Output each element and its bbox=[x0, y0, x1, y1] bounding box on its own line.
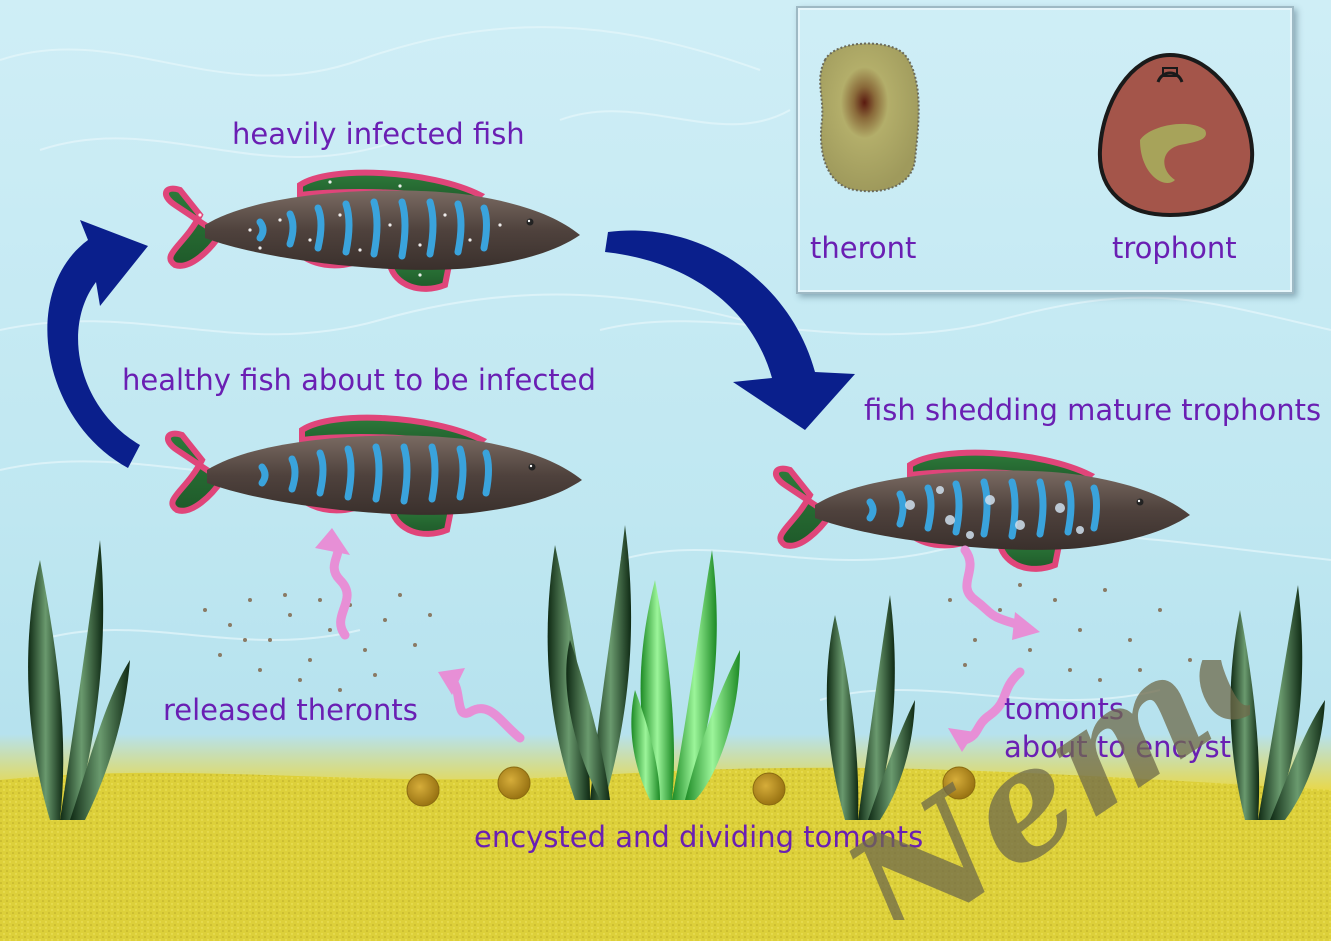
cyst bbox=[498, 767, 530, 799]
label-healthy-fish: healthy fish about to be infected bbox=[122, 362, 596, 398]
arrow-tomont-releasing bbox=[452, 680, 520, 738]
fish-heavily-infected bbox=[166, 173, 580, 289]
svg-text:Nemo: Nemo bbox=[830, 660, 1250, 920]
arrow-theronts-rising bbox=[334, 545, 347, 635]
fish-shedding bbox=[776, 453, 1190, 569]
cyst bbox=[753, 773, 785, 805]
plant-center-bright bbox=[631, 550, 740, 800]
cycle-arrow-up bbox=[47, 220, 148, 468]
fish-healthy bbox=[168, 418, 582, 534]
arrow-trophonts-falling-head bbox=[1012, 612, 1040, 640]
label-theront: theront bbox=[810, 230, 916, 266]
label-heavily-infected: heavily infected fish bbox=[232, 116, 525, 152]
theront-cloud-left bbox=[203, 593, 432, 692]
label-released-theronts: released theronts bbox=[163, 692, 418, 728]
plant-center-dark bbox=[548, 525, 631, 800]
cyst bbox=[407, 774, 439, 806]
arrow-theronts-rising-head bbox=[315, 528, 350, 555]
watermark-signature: Nemo bbox=[830, 660, 1250, 920]
label-shedding: fish shedding mature trophonts bbox=[864, 392, 1321, 428]
label-trophont: trophont bbox=[1112, 230, 1237, 266]
